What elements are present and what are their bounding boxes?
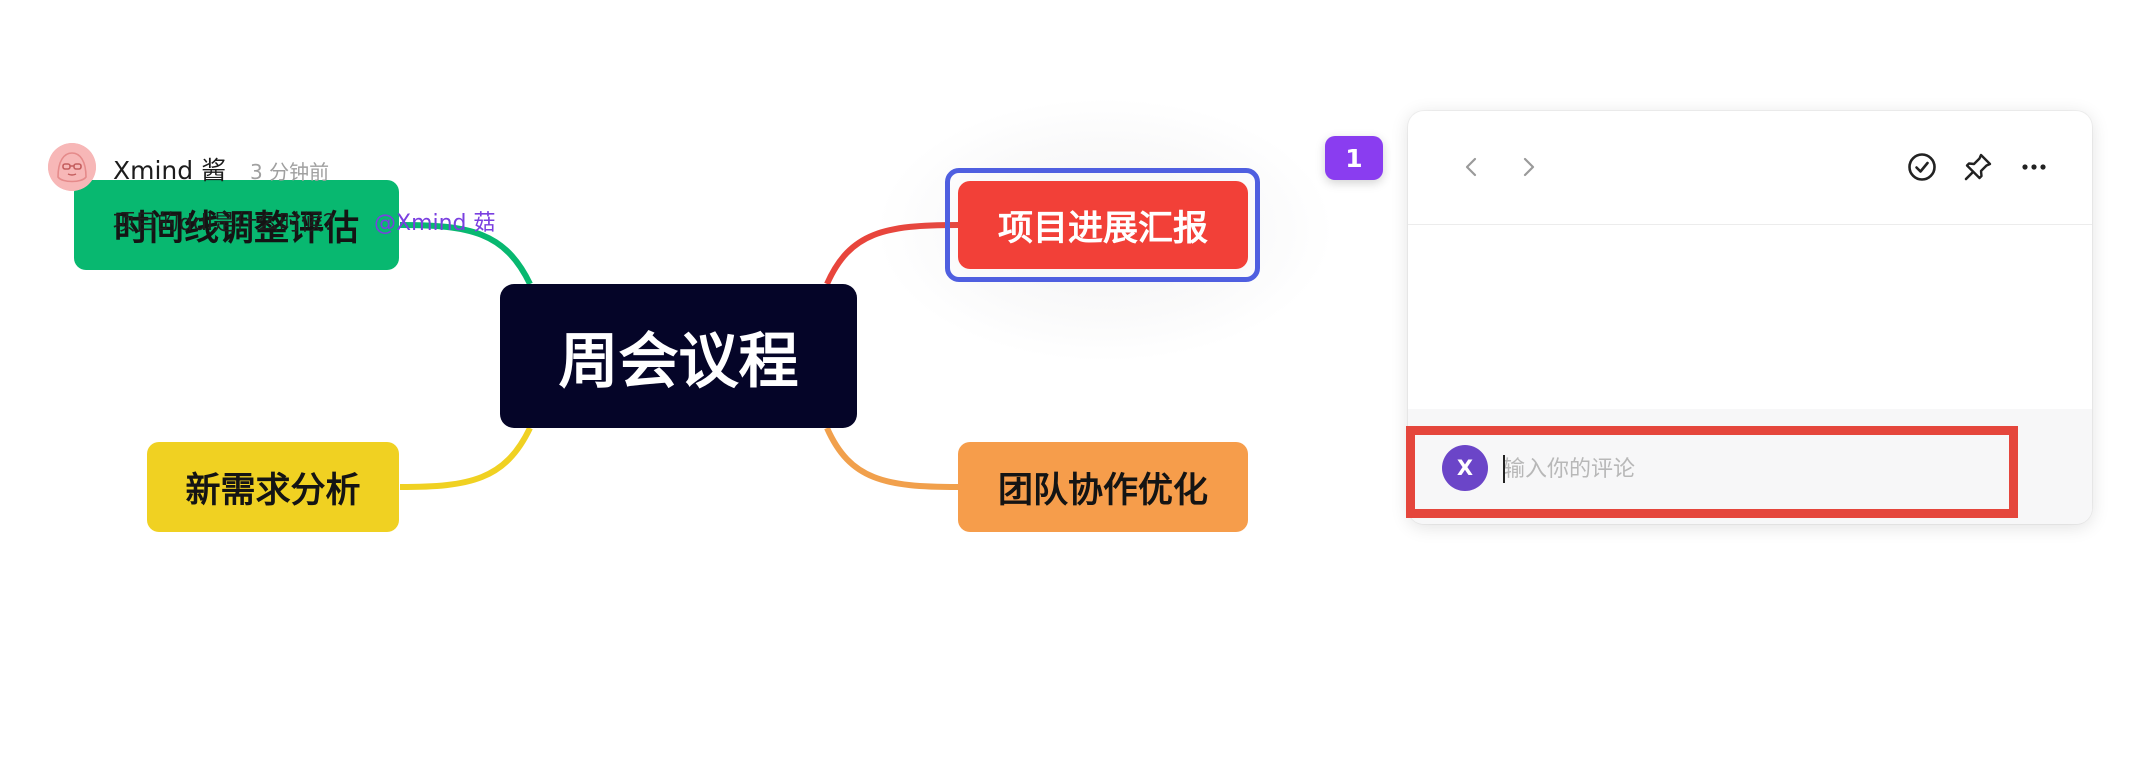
chevron-left-icon[interactable] [1450,145,1494,189]
comment-panel-header [1408,111,2092,225]
more-icon[interactable] [2012,145,2056,189]
branch-line-progress [824,222,959,286]
selection-frame [945,168,1260,282]
branch-line-requirements [399,426,533,490]
topic-project-progress[interactable]: 项目进展汇报 [958,181,1248,269]
check-circle-icon[interactable] [1900,145,1944,189]
comment-input[interactable] [1503,452,1983,486]
central-topic[interactable]: 周会议程 [500,284,857,428]
comment-count-badge[interactable]: 1 [1325,136,1383,180]
topic-timeline-adjustment[interactable]: 时间线调整评估 [74,180,399,270]
comment-mention-link[interactable]: @Xmind 菇 [374,211,496,236]
comment-text: 项目的ddl是什么时候？ [113,211,346,236]
branch-line-teamwork [824,426,959,490]
pin-icon[interactable] [1956,145,2000,189]
comment-timestamp: 3 分钟前 [250,160,330,184]
topic-new-requirements[interactable]: 新需求分析 [147,442,399,532]
branch-line-timeline [399,222,533,286]
input-highlight-box [1406,426,2018,518]
chevron-right-icon[interactable] [1506,145,1550,189]
comment-author: Xmind 酱 [113,156,227,185]
author-avatar [48,143,96,191]
current-user-avatar: X [1442,445,1488,491]
text-cursor [1503,455,1505,483]
topic-team-collaboration[interactable]: 团队协作优化 [958,442,1248,532]
